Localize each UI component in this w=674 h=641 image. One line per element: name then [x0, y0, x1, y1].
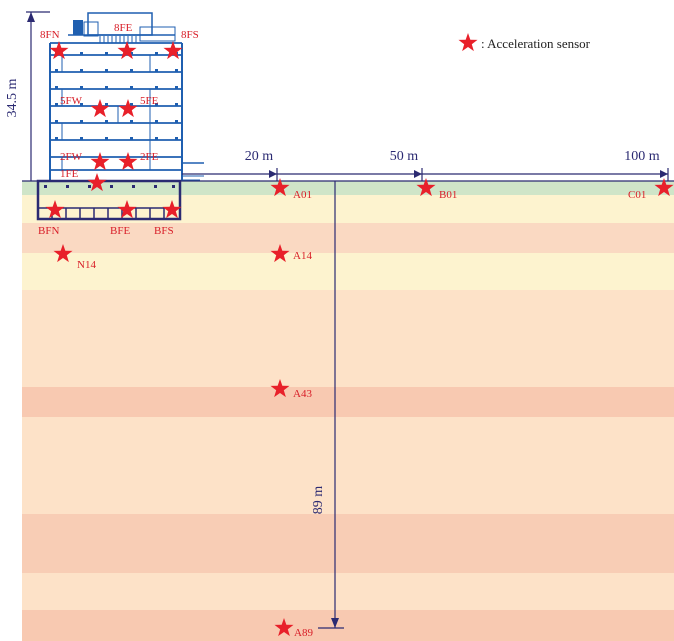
sensor-label: 8FE — [114, 22, 133, 34]
soil-layer-4 — [22, 290, 674, 387]
soil-layers — [22, 181, 674, 641]
soil-layer-9 — [22, 610, 674, 641]
sensor-label: BFN — [38, 225, 59, 237]
sensor-label: A89 — [294, 627, 313, 639]
sensor-label: A01 — [293, 189, 312, 201]
sensor-2FE-star-icon — [118, 152, 138, 171]
soil-layer-7 — [22, 514, 674, 573]
soil-layer-8 — [22, 573, 674, 610]
sensor-label: B01 — [439, 189, 457, 201]
sensor-label: C01 — [628, 189, 646, 201]
sensor-labels: 8FN 8FE 8FS 5FW 5FE 2FW 2FE 1FE BFN BFE … — [38, 22, 646, 639]
sensor-label: 8FS — [181, 29, 199, 41]
sensor-5FW-star-icon — [90, 99, 110, 118]
sensor-label: 5FW — [60, 95, 83, 107]
legend-star-icon — [458, 33, 478, 52]
sensor-label: A14 — [293, 250, 312, 262]
legend-label: : Acceleration sensor — [481, 36, 591, 51]
sensor-5FE-star-icon — [118, 99, 138, 118]
legend: : Acceleration sensor — [458, 33, 591, 52]
sensor-label: BFS — [154, 225, 174, 237]
soil-layer-5 — [22, 387, 674, 417]
sensor-label: A43 — [293, 388, 312, 400]
dimension-lines — [26, 11, 669, 629]
distance-20-label: 20 m — [245, 149, 274, 164]
height-dimension-label: 34.5 m — [5, 78, 20, 117]
sensor-label: BFE — [110, 225, 130, 237]
soil-layer-3 — [22, 253, 674, 290]
sensor-label: 2FW — [60, 151, 83, 163]
sensor-label: 8FN — [40, 29, 60, 41]
soil-layer-2 — [22, 223, 674, 253]
ground-surface-layer — [22, 181, 674, 195]
sensor-label: N14 — [77, 259, 96, 271]
depth-dimension-label: 89 m — [311, 486, 326, 515]
sensor-label: 1FE — [60, 168, 79, 180]
distance-100-label: 100 m — [624, 149, 660, 164]
sensor-label: 5FE — [140, 95, 159, 107]
sensor-2FW-star-icon — [90, 152, 110, 171]
building — [36, 12, 204, 221]
sensor-label: 2FE — [140, 151, 159, 163]
soil-layer-6 — [22, 417, 674, 514]
distance-50-label: 50 m — [390, 149, 419, 164]
